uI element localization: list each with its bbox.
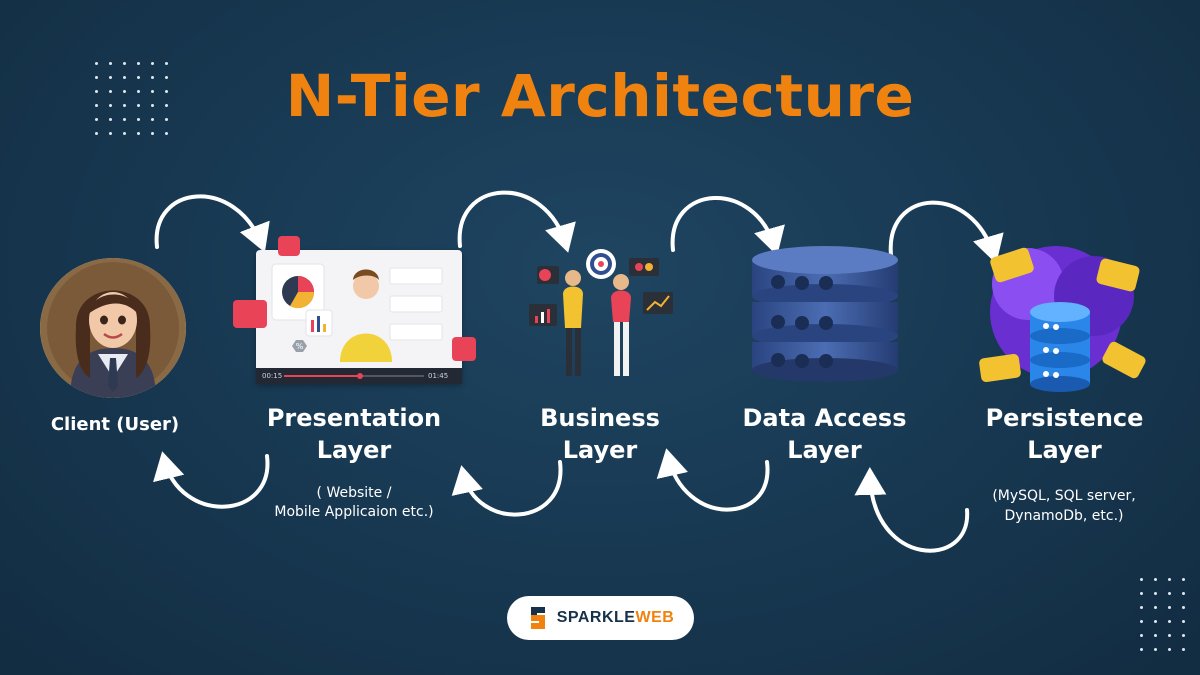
business-label-line2: Layer (562, 436, 638, 464)
data-access-label-line1: Data Access (742, 404, 907, 432)
arrow-dataaccess-to-persistence (888, 200, 1004, 264)
presentation-subtext-line1: ( Website / (316, 485, 392, 501)
thumbs-up-icon (452, 337, 476, 361)
arrow-client-to-presentation (154, 194, 270, 253)
persistence-label-line2: Layer (1027, 436, 1102, 464)
presentation-label: Presentation Layer (244, 402, 464, 466)
data-access-label: Data Access Layer (712, 402, 937, 466)
presentation-label-line2: Layer (316, 436, 392, 464)
persistence-label-line1: Persistence (985, 404, 1144, 432)
client-avatar (40, 258, 186, 398)
video-total-time: 01:45 (428, 372, 449, 380)
arrow-persistence-to-dataaccess (854, 467, 970, 553)
presentation-subtext: ( Website / Mobile Applicaion etc.) (244, 484, 464, 522)
business-label: Business Layer (505, 402, 695, 466)
brand-name: SPARKLEWEB (557, 609, 675, 627)
dot-grid-top-left (95, 62, 168, 135)
arrow-business-to-dataaccess (670, 196, 785, 256)
brand-badge: SPARKLEWEB (507, 596, 694, 640)
data-access-label-line2: Layer (787, 436, 862, 464)
diagram-title: N-Tier Architecture (285, 62, 915, 130)
brand-name-part2: WEB (635, 609, 675, 626)
arrow-business-to-presentation (451, 460, 563, 517)
persistence-label: Persistence Layer (952, 402, 1177, 466)
presentation-subtext-line2: Mobile Applicaion etc.) (274, 504, 434, 520)
database-stack-icon (752, 246, 898, 382)
business-illustration (529, 249, 673, 376)
video-current-time: 00:15 (262, 372, 283, 380)
arrow-presentation-to-business (457, 190, 576, 253)
client-label: Client (User) (50, 414, 180, 435)
persistence-illustration (979, 246, 1146, 392)
dot-grid-bottom-right (1140, 578, 1185, 651)
arrow-dataaccess-to-business (656, 448, 770, 512)
arrow-presentation-to-client (153, 451, 270, 509)
brand-name-part1: SPARKLE (556, 609, 636, 626)
chat-bubble-icon (278, 236, 300, 256)
persistence-subtext: (MySQL, SQL server, DynamoDb, etc.) (964, 486, 1164, 526)
sparkleweb-logo-icon (530, 607, 545, 629)
persistence-subtext-line1: (MySQL, SQL server, (992, 488, 1136, 504)
svg-text:%: % (296, 342, 304, 351)
persistence-subtext-line2: DynamoDb, etc.) (1004, 508, 1124, 524)
megaphone-icon (233, 300, 267, 328)
presentation-label-line1: Presentation (266, 404, 442, 432)
business-label-line1: Business (540, 404, 660, 432)
presentation-illustration: % (256, 250, 462, 384)
